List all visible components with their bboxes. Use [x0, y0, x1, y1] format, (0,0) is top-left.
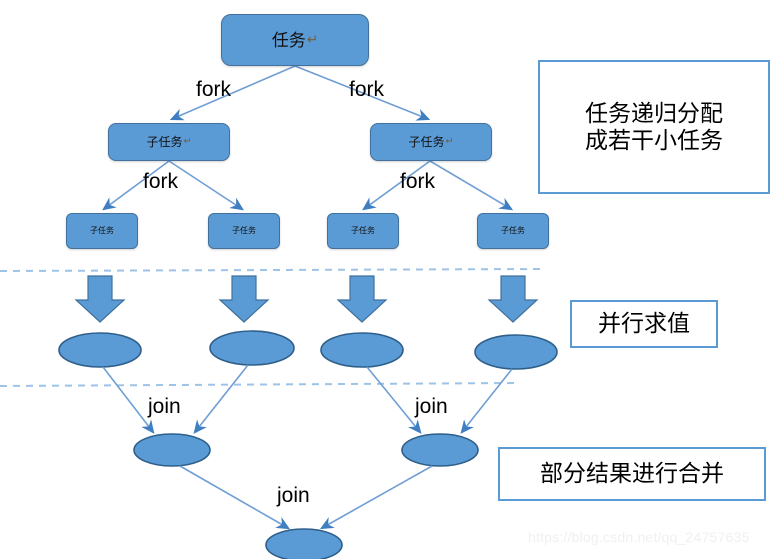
note-parallel-eval: 并行求值	[570, 300, 718, 348]
edge-joinright-to-final	[319, 465, 433, 530]
label-join-right: join	[415, 395, 448, 418]
note-recursive-split: 任务递归分配 成若干小任务	[538, 60, 770, 194]
node-subtask-leaf-4-label: 子任务	[501, 226, 525, 235]
node-subtask-leaf-1-label: 子任务	[90, 226, 114, 235]
node-subtask-mid-left-label: 子任务	[146, 135, 183, 149]
block-arrow-2	[218, 275, 270, 323]
edge-root-to-mid-left	[169, 65, 296, 121]
node-subtask-leaf-3[interactable]: 子任务	[327, 213, 399, 249]
watermark-text: https://blog.csdn.net/qq_24757635	[528, 529, 750, 545]
edge-root-to-mid-right	[294, 65, 431, 121]
node-subtask-mid-right-label: 子任务	[408, 135, 445, 149]
node-subtask-leaf-1[interactable]: 子任务	[66, 213, 138, 249]
edge-midleft-to-leaf1	[102, 160, 170, 211]
edge-midright-to-leaf3	[362, 160, 431, 211]
eval-ellipse-1	[58, 332, 142, 368]
note-recursive-split-line-2: 成若干小任务	[585, 127, 723, 153]
node-subtask-leaf-2[interactable]: 子任务	[208, 213, 280, 249]
block-arrow-4	[487, 275, 539, 323]
edge-midright-to-leaf4	[429, 160, 514, 211]
node-subtask-leaf-4[interactable]: 子任务	[477, 213, 549, 249]
edge-eval4-to-join-right	[460, 368, 513, 434]
block-arrow-1	[74, 275, 126, 323]
label-join-final: join	[277, 484, 310, 507]
node-root-label: 任务	[271, 30, 306, 50]
pilcrow-icon: ↵	[445, 136, 454, 148]
label-fork-top-left: fork	[196, 78, 232, 101]
final-result-ellipse	[265, 528, 343, 559]
block-arrow-3	[336, 275, 388, 323]
note-parallel-eval-line-1: 并行求值	[598, 310, 690, 337]
edge-midleft-to-leaf2	[168, 160, 245, 211]
note-recursive-split-line-1: 任务递归分配	[585, 99, 723, 126]
node-subtask-mid-left[interactable]: 子任务↵	[108, 123, 230, 161]
label-join-left: join	[148, 395, 181, 418]
label-fork-mid-right: fork	[400, 170, 436, 193]
join-ellipse-left	[133, 433, 211, 467]
node-subtask-leaf-3-label: 子任务	[351, 226, 375, 235]
eval-ellipse-3	[320, 332, 404, 368]
note-merge-results-line-1: 部分结果进行合并	[540, 460, 724, 487]
eval-ellipse-4	[474, 334, 558, 370]
pilcrow-icon: ↵	[306, 32, 319, 48]
edge-eval2-to-join-left	[193, 364, 249, 434]
eval-ellipse-2	[209, 330, 295, 366]
note-merge-results: 部分结果进行合并	[498, 447, 766, 501]
edge-eval1-to-join-left	[102, 366, 155, 434]
label-fork-mid-left: fork	[143, 170, 179, 193]
divider-line-eval-join	[0, 382, 521, 387]
pilcrow-icon: ↵	[183, 136, 192, 148]
node-root-task[interactable]: 任务↵	[221, 14, 369, 66]
node-subtask-leaf-2-label: 子任务	[232, 226, 256, 235]
edge-joinleft-to-final	[179, 465, 291, 530]
divider-line-fork-eval	[0, 268, 546, 272]
node-subtask-mid-right[interactable]: 子任务↵	[370, 123, 492, 161]
join-ellipse-right	[401, 433, 479, 467]
label-fork-top-right: fork	[349, 78, 385, 101]
edge-eval3-to-join-right	[366, 366, 422, 434]
